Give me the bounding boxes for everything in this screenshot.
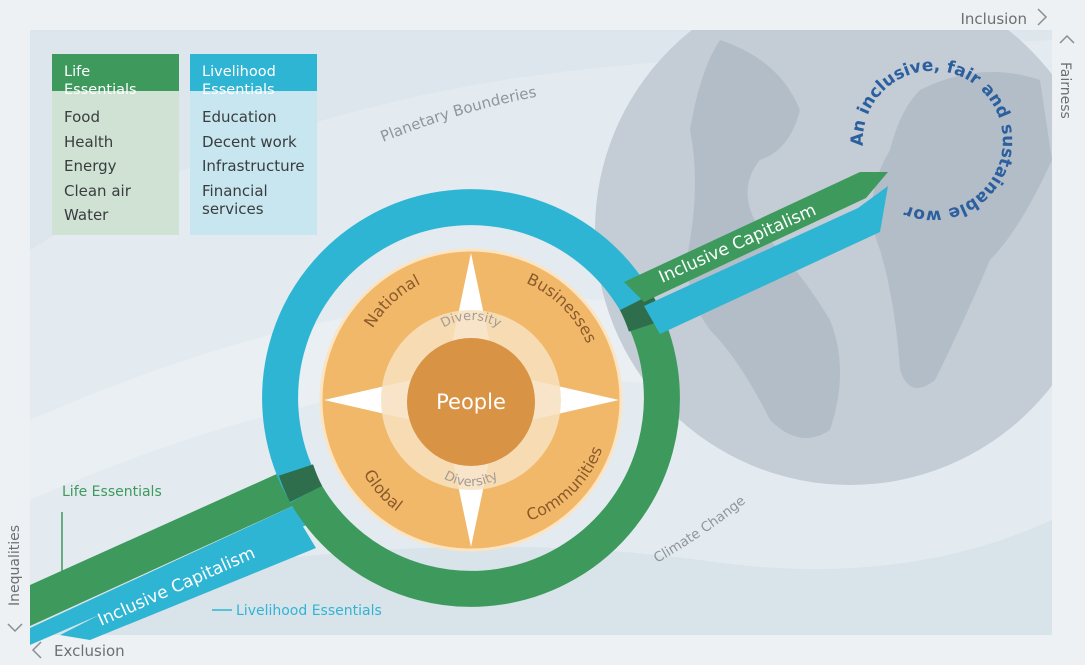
livelihood-item: Infrastructure bbox=[202, 157, 305, 175]
life-item: Energy bbox=[64, 157, 117, 175]
life-item: Water bbox=[64, 206, 109, 224]
upper-green-band bbox=[624, 172, 888, 302]
globe-land-africa bbox=[872, 72, 1052, 388]
livelihood-essentials-header: Livelihood Essentials bbox=[190, 54, 317, 98]
chevron-left-icon[interactable] bbox=[31, 641, 42, 659]
livelihood-essentials-box: Livelihood Essentials Education Decent w… bbox=[190, 54, 317, 235]
life-item: Health bbox=[64, 132, 114, 151]
people-label: People bbox=[436, 390, 506, 414]
nav-exclusion[interactable]: Exclusion bbox=[54, 642, 125, 660]
ring-overlap-right bbox=[619, 293, 664, 332]
life-item: Food bbox=[64, 108, 100, 126]
chevron-up-icon[interactable] bbox=[1059, 34, 1075, 44]
diversity-top: Diversity bbox=[438, 309, 504, 332]
life-item: Clean air bbox=[64, 181, 131, 200]
livelihood-item: Education bbox=[202, 108, 277, 126]
life-essentials-box: Life Essentials Food Health Energy Clean… bbox=[52, 54, 179, 235]
nav-inclusion[interactable]: Inclusion bbox=[960, 10, 1027, 28]
upper-blue-band bbox=[644, 186, 888, 334]
life-essentials-title-2: Essentials bbox=[64, 82, 137, 98]
livelihood-essentials-title-2: Essentials bbox=[202, 82, 275, 98]
diversity-bottom: Diversity bbox=[442, 468, 501, 490]
life-essentials-label: Life Essentials bbox=[62, 484, 162, 500]
life-essentials-header: Life Essentials bbox=[52, 54, 179, 98]
livelihood-essentials-label: Livelihood Essentials bbox=[236, 603, 382, 619]
life-essentials-title-1: Life bbox=[64, 64, 91, 80]
ring-overlap-left bbox=[278, 464, 323, 503]
chevron-down-icon[interactable] bbox=[7, 623, 23, 633]
lower-blue-band bbox=[60, 515, 316, 640]
nav-inequalities[interactable]: Inequalities bbox=[7, 525, 23, 606]
people-circle bbox=[407, 338, 535, 466]
ring-blue-half bbox=[262, 189, 652, 504]
livelihood-essentials-title-1: Livelihood bbox=[202, 64, 276, 80]
ring-green-half bbox=[290, 292, 680, 607]
nav-fairness[interactable]: Fairness bbox=[1057, 62, 1073, 119]
livelihood-item: Financial services bbox=[202, 181, 268, 218]
lower-blue-band-left bbox=[30, 500, 318, 645]
lower-green-band bbox=[30, 468, 306, 626]
chevron-right-icon[interactable] bbox=[1037, 8, 1048, 26]
compass-outer-rim bbox=[319, 248, 623, 552]
livelihood-item: Decent work bbox=[202, 132, 297, 151]
